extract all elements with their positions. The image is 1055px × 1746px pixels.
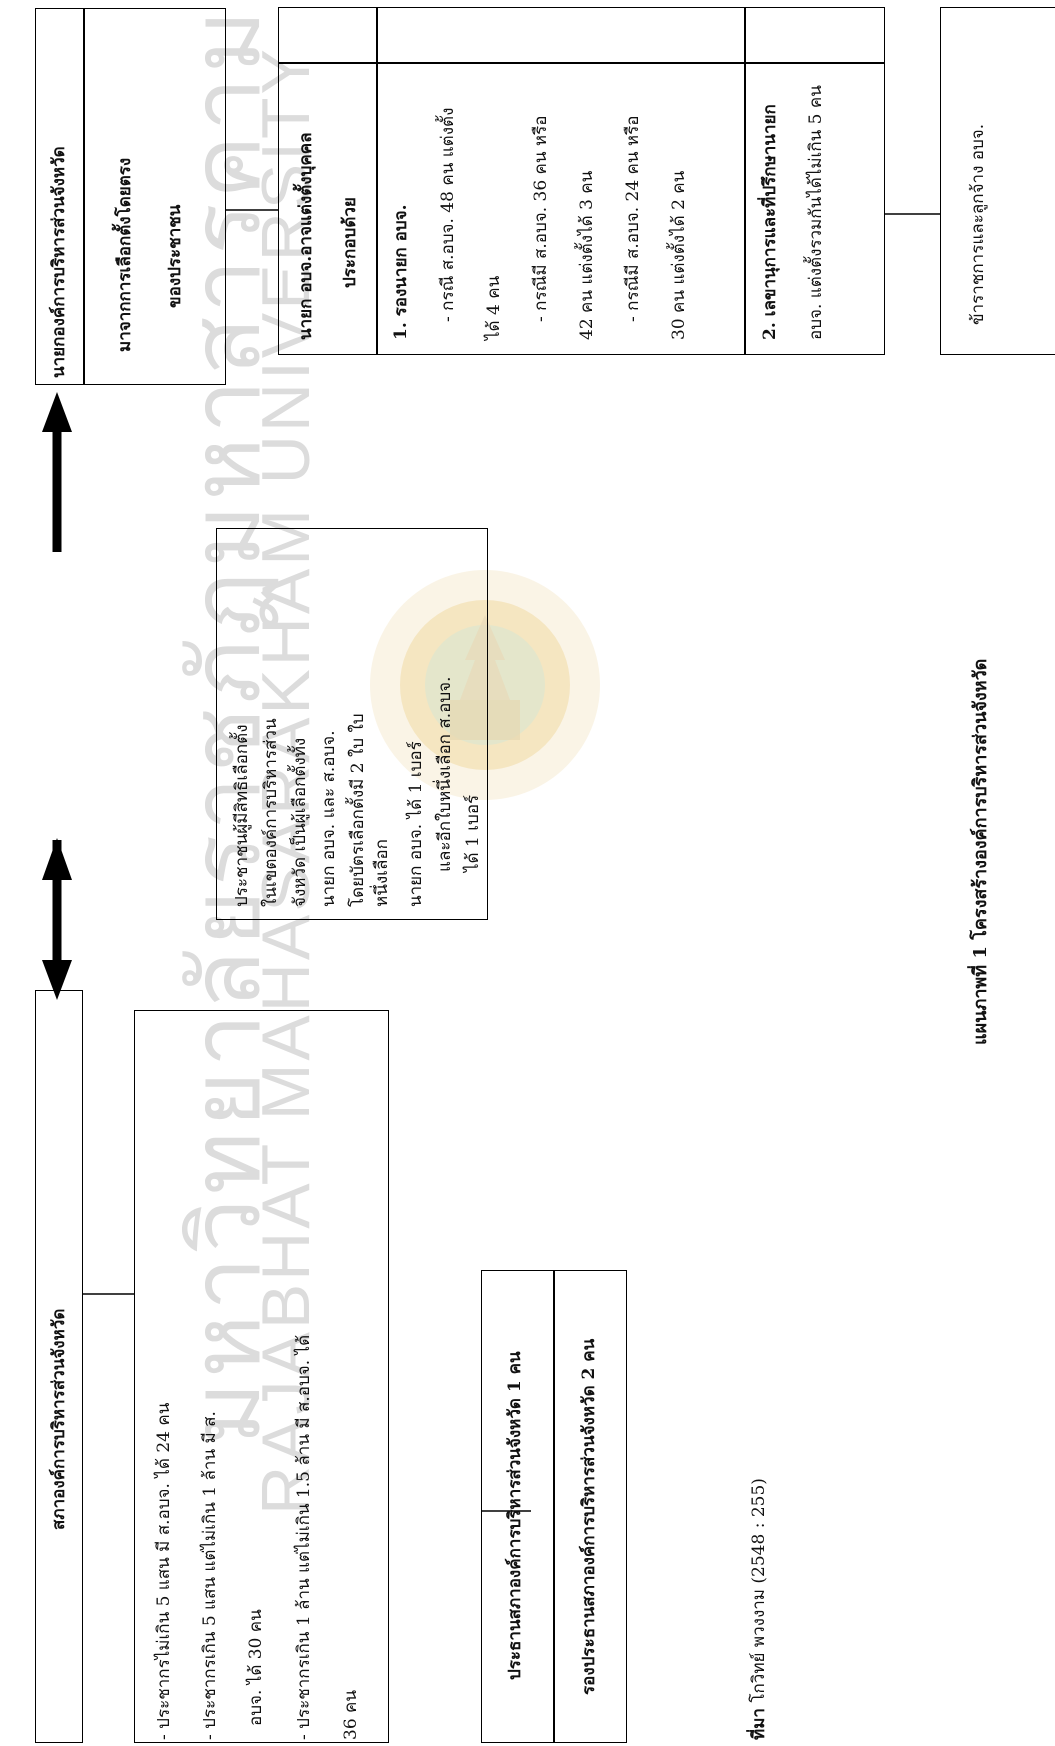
appointees-title-divider: [376, 7, 378, 355]
appointees-title-line-1: นายก อบจ.อาจแต่งตั้งบุคคล: [296, 132, 316, 340]
deputy-line-6: 30 คน แต่งตั้งได้ 2 คน: [669, 170, 689, 340]
voters-line-6: หนึ่งเลือก: [372, 839, 392, 907]
voters-line-3: จังหวัด เป็นผู้เลือกตั้งทั้ง: [290, 737, 310, 907]
appointees-box: [278, 7, 885, 355]
council-line-3: อบจ. ได้ 30 คน: [246, 1609, 266, 1726]
council-line-2: - ประชากรเกิน 5 แสน แต่ไม่เกิน 1 ล้าน มี…: [200, 1411, 220, 1740]
council-members-box: [134, 1010, 389, 1743]
voters-line-8: และอีกใบหนึ่งเลือก ส.อบจ.: [435, 676, 455, 872]
appointees-secretary-divider: [744, 7, 746, 355]
deputy-line-1: - กรณี ส.อบจ. 48 คน แต่งตั้ง: [438, 107, 458, 322]
voters-line-7: นายก อบจ. ได้ 1 เบอร์: [406, 741, 426, 907]
staff-box: [940, 7, 1055, 355]
council-vice-president-text: รองประธานสภาองค์การบริหารส่วนจังหวัด 2 ค…: [579, 1338, 599, 1695]
council-line-1: - ประชากรไม่เกิน 5 แสน มี ส.อบจ. ได้ 24 …: [154, 1402, 174, 1740]
council-title-box: [35, 990, 83, 1743]
staff-label: ข้าราชการและลูกจ้าง อบจ.: [968, 123, 988, 325]
mayor-box-divider: [83, 8, 85, 385]
secretary-line-1: 2. เลขานุการและที่ปรึกษานายก: [760, 104, 780, 340]
deputy-heading: 1. รองนายก อบจ.: [391, 204, 411, 340]
university-emblem-icon: [370, 570, 600, 800]
voters-line-9: ได้ 1 เบอร์: [463, 794, 483, 872]
source-citation: ที่มา โกวิทย์ พวงงาม (2548 : 255): [745, 1478, 772, 1740]
deputy-line-2: ได้ 4 คน: [484, 275, 504, 340]
council-line-4: - ประชากรเกิน 1 ล้าน แต่ไม่เกิน 1.5 ล้าน…: [294, 1334, 314, 1740]
voters-line-1: ประชาชนผู้มีสิทธิเลือกตั้ง: [232, 724, 252, 908]
figure-caption: แผนภาพที่ 1 โครงสร้างองค์การบริหารส่วนจั…: [970, 658, 991, 1045]
appointees-header-divider: [278, 62, 885, 64]
mayor-subtitle-line-2: ของประชาชน: [165, 204, 185, 308]
voters-line-2: ในเขตองค์การบริหารส่วน: [261, 718, 281, 907]
source-text: โกวิทย์ พวงงาม (2548 : 255): [749, 1478, 769, 1709]
mayor-box: [35, 8, 226, 385]
council-line-5: 36 คน: [341, 1689, 361, 1740]
voters-line-5: โดยบัตรเลือกตั้งมี 2 ใบ ใบ: [348, 713, 368, 907]
council-president-text: ประธานสภาองค์การบริหารส่วนจังหวัด 1 คน: [505, 1351, 525, 1680]
appointees-title-line-2: ประกอบด้วย: [340, 197, 360, 288]
council-officers-divider: [553, 1270, 555, 1743]
council-title: สภาองค์การบริหารส่วนจังหวัด: [49, 1308, 69, 1530]
mayor-subtitle-line-1: มาจากการเลือกตั้งโดยตรง: [115, 157, 135, 352]
voters-line-4: นายก อบจ. และ ส.อบจ.: [319, 730, 339, 907]
voters-box: [216, 528, 488, 920]
deputy-line-5: - กรณีมี ส.อบจ. 24 คน หรือ: [623, 115, 643, 322]
deputy-line-4: 42 คน แต่งตั้งได้ 3 คน: [577, 170, 597, 340]
secretary-line-2: อบจ. แต่งตั้งรวมกันได้ไม่เกิน 5 คน: [806, 85, 826, 340]
source-label: ที่มา: [749, 1708, 769, 1740]
mayor-title: นายกองค์การบริหารส่วนจังหวัด: [49, 146, 69, 378]
deputy-line-3: - กรณีมี ส.อบจ. 36 คน หรือ: [531, 115, 551, 322]
